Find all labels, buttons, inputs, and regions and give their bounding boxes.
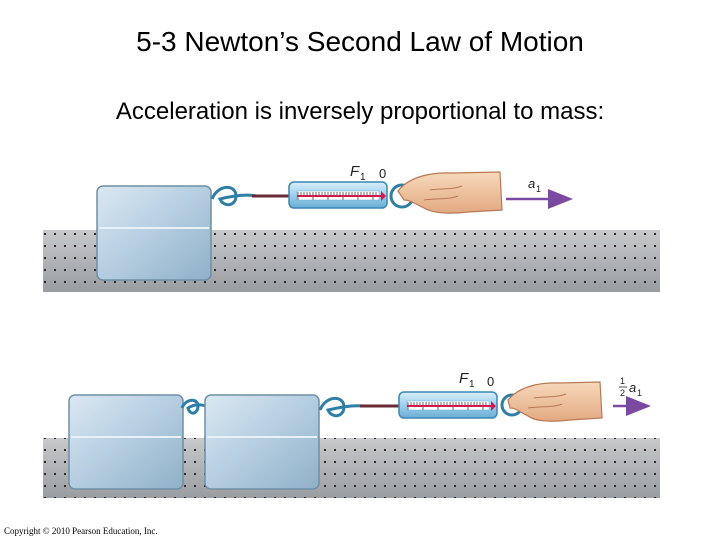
bottom-scene: F 1 0 1 2 a 1 bbox=[43, 370, 660, 498]
top-block bbox=[96, 185, 212, 281]
top-hand-icon bbox=[397, 171, 503, 214]
bottom-accel-subscript: 1 bbox=[637, 388, 642, 398]
top-accel-label: a bbox=[528, 176, 535, 191]
top-force-label: F bbox=[350, 163, 360, 180]
slide-subtitle: Acceleration is inversely proportional t… bbox=[115, 98, 605, 125]
bottom-connector-hook-icon bbox=[180, 398, 207, 415]
top-force-subscript: 1 bbox=[360, 172, 366, 183]
bottom-force-subscript: 1 bbox=[469, 379, 475, 390]
top-scene: F 1 0 a 1 bbox=[43, 163, 660, 292]
top-accel-subscript: 1 bbox=[536, 184, 541, 194]
top-spring-scale bbox=[288, 181, 415, 209]
bottom-accel-fraction-den: 2 bbox=[620, 388, 625, 398]
bottom-spring-scale bbox=[398, 391, 524, 419]
copyright-notice: Copyright © 2010 Pearson Education, Inc. bbox=[4, 526, 158, 536]
top-scale-zero: 0 bbox=[379, 166, 386, 181]
bottom-accel-fraction-num: 1 bbox=[620, 376, 625, 386]
bottom-accel-label: a bbox=[629, 380, 636, 395]
bottom-force-label: F bbox=[459, 370, 469, 387]
bottom-block-1 bbox=[68, 394, 184, 490]
bottom-hook-icon bbox=[318, 396, 365, 418]
bottom-block-2 bbox=[204, 394, 320, 490]
bottom-scale-zero: 0 bbox=[487, 374, 494, 389]
slide-title: 5-3 Newton’s Second Law of Motion bbox=[136, 26, 584, 57]
top-hook-icon bbox=[210, 185, 257, 207]
bottom-hand-icon bbox=[507, 381, 603, 422]
bottom-accel-label-group: 1 2 a 1 bbox=[619, 376, 642, 398]
